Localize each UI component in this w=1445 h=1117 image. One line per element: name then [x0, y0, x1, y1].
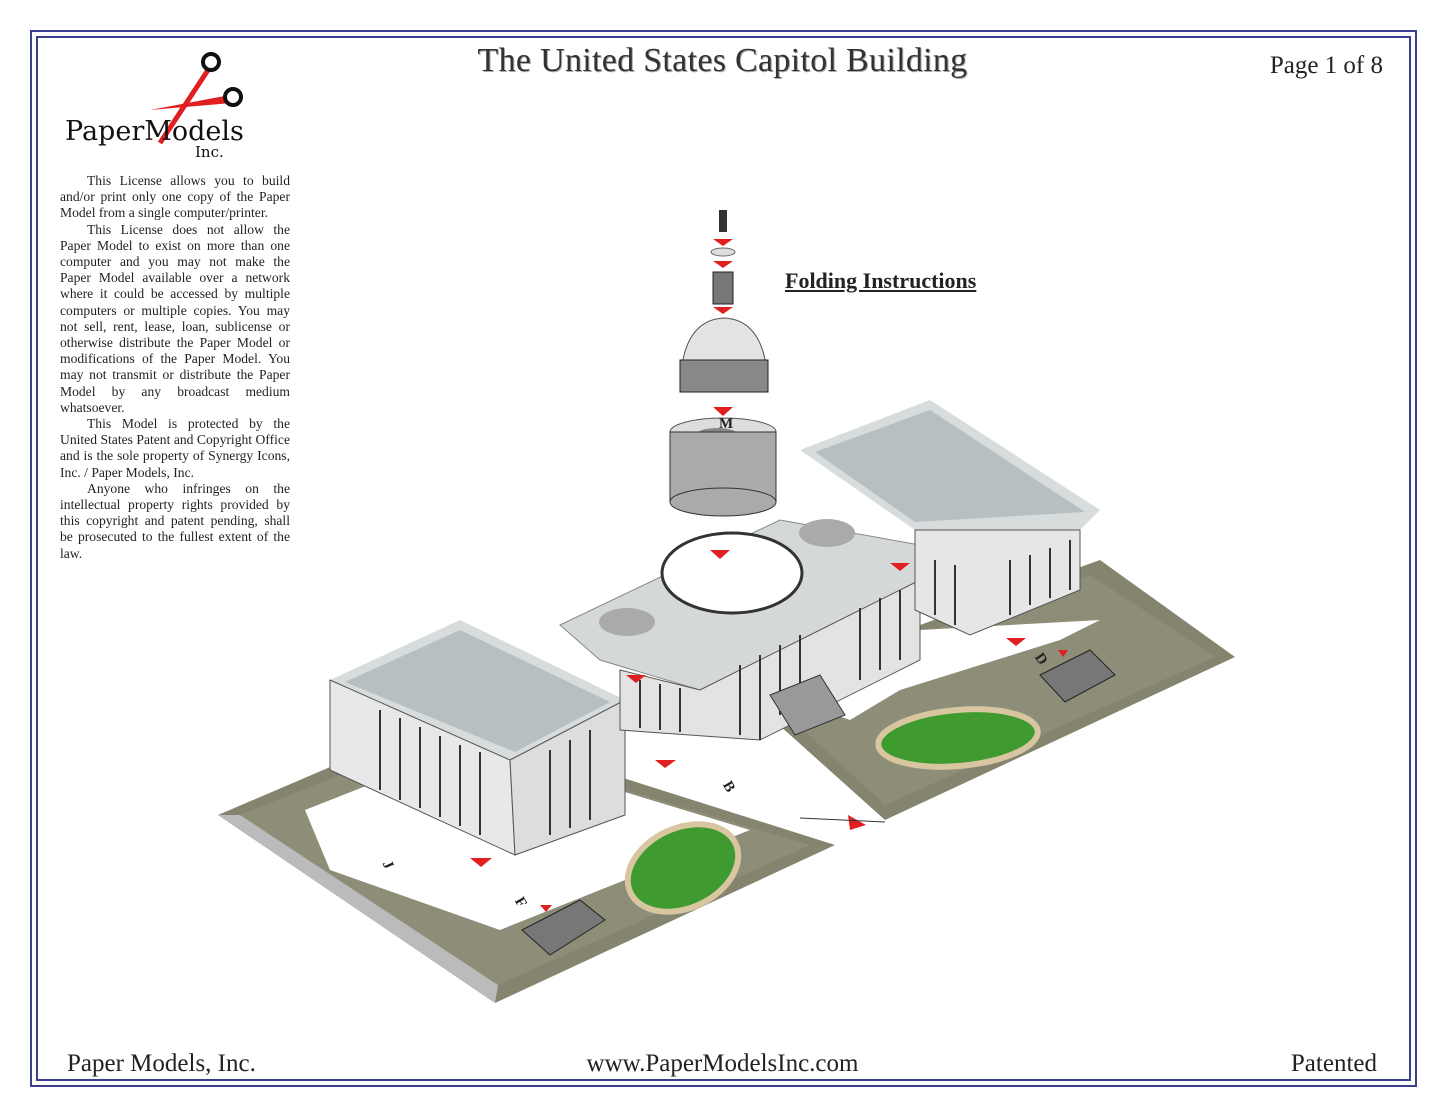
footer-company: Paper Models, Inc.: [67, 1050, 256, 1077]
license-paragraph: This License does not allow the Paper Mo…: [60, 221, 290, 415]
lawn-right: [875, 706, 1041, 770]
scissors-icon: [150, 52, 243, 145]
stairs: [521, 649, 1116, 956]
folding-instructions-heading: Folding Instructions: [785, 268, 977, 293]
lawn-left: [624, 821, 742, 915]
label-b: B: [719, 779, 738, 796]
footer-website[interactable]: www.PaperModelsInc.com: [586, 1050, 859, 1077]
page-title: The United States Capitol Building: [477, 42, 968, 79]
page-number: Page 1 of 8: [1269, 52, 1383, 79]
fold-arrows: [470, 239, 1068, 912]
svg-text:Inc.: Inc.: [195, 143, 224, 161]
page-border-inner: [36, 36, 1411, 1081]
license-paragraph: Anyone who infringes on the intellectual…: [60, 480, 290, 561]
license-text: This License allows you to build and/or …: [60, 173, 290, 562]
license-paragraph: This Model is protected by the United St…: [60, 416, 290, 480]
svg-text:PaperModels: PaperModels: [65, 116, 244, 147]
papermodels-logo: PaperModels Inc.: [65, 52, 244, 161]
dome-parts: [669, 210, 777, 517]
page-border-outer: [30, 30, 1417, 1087]
license-paragraph: This License allows you to build and/or …: [60, 173, 290, 221]
label-m: M: [719, 416, 733, 432]
footer-patented: Patented: [1290, 1050, 1377, 1077]
left-base-edge: [218, 815, 498, 1003]
